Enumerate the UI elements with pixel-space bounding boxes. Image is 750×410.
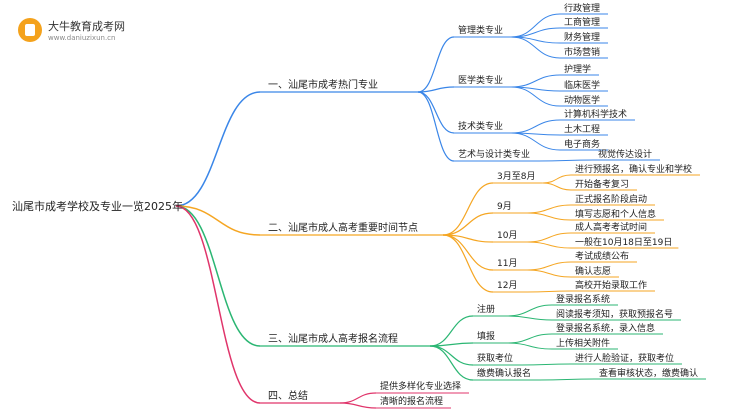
topic-node: 9月	[497, 201, 512, 212]
edge-leaf	[510, 74, 561, 88]
topic-node: 艺术与设计类专业	[458, 148, 530, 160]
branch-node-2: 二、汕尾市成人高考重要时间节点	[268, 221, 418, 234]
edge-leaf	[510, 132, 561, 151]
edge-branch-4-topic-2	[339, 402, 377, 409]
edge-branch-1-topic-1	[417, 36, 455, 93]
leaf-node: 高校开始录取工作	[575, 279, 647, 291]
leaf-node: 一般在10月18日至19日	[575, 236, 672, 248]
edge-leaf	[510, 36, 561, 59]
leaf-node: 确认志愿	[575, 265, 611, 277]
edge-leaf	[506, 342, 553, 350]
leaf-node: 护理学	[564, 63, 591, 75]
leaf-node: 阅读报考须知，获取预报名号	[556, 308, 673, 320]
edge-leaf	[526, 204, 572, 214]
leaf-node: 行政管理	[564, 2, 600, 14]
edge-leaf	[542, 174, 572, 184]
edge-leaf	[506, 304, 553, 317]
edge-branch-3-topic-1	[429, 315, 474, 347]
leaf-node: 登录报名系统，录入信息	[556, 322, 655, 334]
leaf-node: 进行预报名，确认专业和学校	[575, 163, 692, 175]
edge-branch-2-topic-5	[442, 234, 494, 293]
edge-root-branch-4	[175, 205, 261, 404]
leaf-node: 登录报名系统	[556, 293, 610, 305]
root-node: 汕尾市成考学校及专业一览2025年	[12, 199, 183, 213]
edge-leaf	[537, 159, 595, 162]
edge-leaf	[526, 232, 572, 243]
edge-branch-1-topic-2	[417, 86, 455, 93]
topic-node: 提供多样化专业选择	[380, 380, 461, 392]
edge-leaf	[510, 13, 561, 38]
leaf-node: 成人高考考试时间	[575, 221, 647, 233]
edge-branch-1-topic-4	[417, 91, 455, 162]
edge-branch-2-topic-2	[442, 212, 494, 236]
edge-leaf	[526, 261, 572, 271]
leaf-node: 财务管理	[564, 31, 600, 43]
book-icon	[18, 18, 42, 42]
topic-node: 3月至8月	[497, 171, 535, 182]
leaf-node: 临床医学	[564, 79, 600, 91]
edge-leaf	[526, 241, 572, 249]
topic-node: 11月	[497, 258, 517, 269]
leaf-node: 市场营销	[564, 46, 600, 58]
brand-logo: 大牛教育成考网 www.daniuzixun.cn	[18, 16, 138, 46]
mindmap-edges	[175, 13, 706, 409]
edge-branch-4-topic-1	[339, 392, 377, 404]
edge-leaf	[506, 333, 553, 344]
edge-branch-3-topic-4	[429, 345, 474, 381]
edge-leaf	[510, 86, 561, 107]
brand-url: www.daniuzixun.cn	[48, 34, 116, 42]
topic-node: 医学类专业	[458, 74, 503, 86]
leaf-node: 进行人脸验证，获取考位	[575, 352, 674, 364]
edge-leaf	[526, 290, 572, 293]
leaf-node: 动物医学	[564, 94, 600, 106]
leaf-node: 填写志愿和个人信息	[575, 208, 656, 220]
edge-root-branch-2	[175, 205, 261, 236]
topic-node: 技术类专业	[458, 120, 503, 132]
edge-leaf	[526, 269, 572, 278]
topic-node: 缴费确认报名	[477, 367, 531, 379]
edge-leaf	[510, 27, 561, 38]
topic-node: 管理类专业	[458, 24, 503, 36]
topic-node: 注册	[477, 303, 495, 315]
leaf-node: 开始备考复习	[575, 178, 629, 190]
leaf-node: 工商管理	[564, 16, 600, 28]
topic-node: 填报	[477, 330, 495, 342]
topic-node: 清晰的报名流程	[380, 395, 443, 407]
branch-node-1: 一、汕尾市成考热门专业	[268, 78, 378, 91]
leaf-node: 视觉传达设计	[598, 148, 652, 160]
branch-node-4: 四、总结	[268, 389, 308, 402]
branch-node-3: 三、汕尾市成人高考报名流程	[268, 332, 398, 345]
topic-node: 12月	[497, 280, 517, 291]
leaf-node: 正式报名阶段启动	[575, 193, 647, 205]
leaf-node: 查看审核状态，缴费确认	[599, 367, 698, 379]
leaf-node: 上传相关附件	[556, 337, 610, 349]
topic-node: 10月	[497, 230, 517, 241]
leaf-node: 土木工程	[564, 123, 600, 135]
edge-leaf	[526, 212, 572, 221]
leaf-node: 计算机科学技术	[564, 108, 627, 120]
mindmap-nodes: 汕尾市成考学校及专业一览2025年 一、汕尾市成考热门专业 管理类专业 行政管理工商…	[12, 2, 698, 407]
brand-name: 大牛教育成考网	[48, 20, 125, 33]
edge-root-branch-3	[175, 205, 261, 347]
edge-branch-2-topic-1	[442, 182, 494, 236]
leaf-node: 考试成绩公布	[575, 250, 629, 262]
edge-leaf	[520, 363, 572, 366]
edge-leaf	[542, 182, 572, 191]
topic-node: 获取考位	[477, 352, 513, 364]
leaf-node: 电子商务	[564, 138, 600, 150]
edge-leaf	[506, 315, 553, 321]
edge-root-branch-1	[175, 91, 261, 207]
edge-leaf	[510, 119, 561, 134]
edge-leaf	[538, 378, 596, 381]
